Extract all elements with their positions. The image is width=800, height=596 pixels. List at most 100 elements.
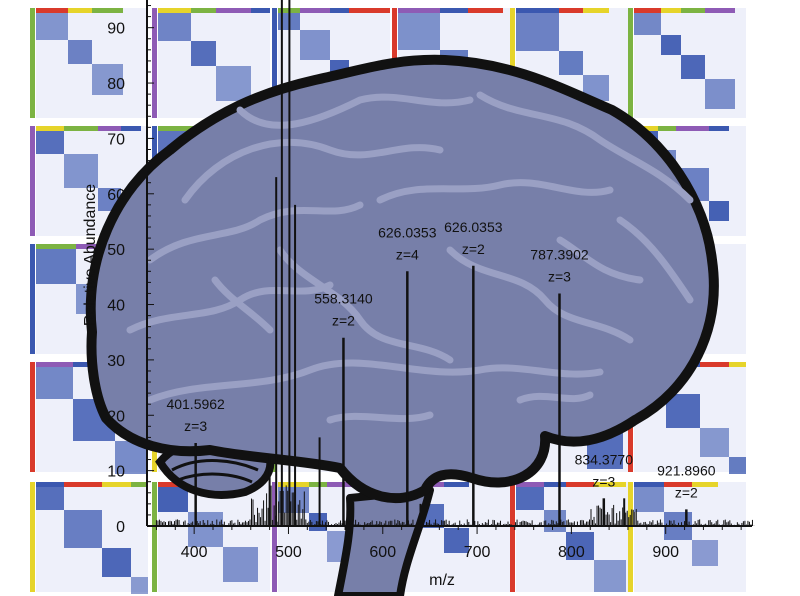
heatmap-block [544,510,566,532]
cluster-strip [121,126,141,131]
brain-illustration [85,54,719,596]
cluster-strip [634,482,664,487]
cluster-strip [634,8,661,13]
heatmap-block [191,41,216,66]
heatmap-block [661,35,681,55]
y-tick-label: 40 [107,298,125,315]
cerebellum-folds [171,459,259,484]
cluster-strip [158,126,193,131]
heatmap-block [64,510,102,548]
x-tick-label: 700 [464,544,491,561]
heatmap-block [300,30,330,60]
heatmap-block [158,8,191,41]
heatmap-block [102,548,131,577]
cluster-strip [68,8,92,13]
cluster-strip [594,482,626,487]
heatmap-block [131,577,148,594]
cluster-strip [30,482,35,592]
heatmap-block [729,457,746,474]
x-tick-label: 400 [181,544,208,561]
cluster-strip [251,8,270,13]
y-tick-label: 60 [107,187,125,204]
heatmap-block [398,8,440,50]
y-tick-label: 80 [107,76,125,93]
heatmap-block [223,547,258,582]
cluster-strip [729,362,746,367]
peak-charge-label: z=2 [332,313,355,329]
cluster-strip [559,8,583,13]
cluster-strip [64,126,98,131]
y-tick-label: 50 [107,242,125,259]
cluster-strip [272,482,277,592]
heatmap-block [709,201,729,221]
heatmap-block [700,428,729,457]
peak-mz-label: 626.0353 [378,224,437,240]
cluster-strip [278,482,309,487]
cluster-strip [30,244,35,354]
peak-charge-label: z=3 [184,418,207,434]
y-tick-label: 70 [107,131,125,148]
peak-charge-label: z=3 [548,268,571,284]
heatmap-tile [30,8,148,118]
cluster-strip [658,126,676,131]
cluster-strip [191,8,216,13]
y-axis-title: Relative Abundance [82,184,99,326]
cluster-strip [309,482,327,487]
cluster-strip [661,8,681,13]
cluster-strip [516,8,559,13]
cluster-strip [64,482,102,487]
x-tick-label: 800 [558,544,585,561]
heatmap-block [559,51,583,75]
cluster-strip [705,8,735,13]
brain-silhouette [85,54,719,504]
heatmap-block [692,540,718,566]
heatmap-block [216,66,251,101]
heatmap-block [566,532,594,560]
cluster-strip [444,482,469,487]
cluster-strip [349,8,390,13]
cluster-strip [36,244,76,249]
heatmap-tile [30,482,148,594]
peak-mz-label: 787.3902 [530,246,589,262]
peak-charge-label: z=2 [675,484,698,500]
cluster-strip [30,8,35,118]
peak-charge-label: z=4 [396,246,419,262]
y-tick-label: 90 [107,21,125,38]
cluster-strip [36,126,64,131]
heatmap-block [666,394,700,428]
heatmap-block [36,362,73,399]
cluster-strip [398,8,440,13]
cluster-strip [681,8,705,13]
cluster-strip [76,244,106,249]
x-tick-label: 500 [275,544,302,561]
cluster-strip [152,482,157,592]
peak-mz-label: 921.8960 [657,462,716,478]
cluster-strip [676,126,709,131]
cluster-strip [330,8,349,13]
peak-mz-label: 558.3140 [314,291,373,307]
cluster-strip [152,8,157,118]
cluster-strip [440,8,468,13]
heatmap-block [36,8,68,40]
heatmap-block [594,560,626,592]
brain-folds [126,91,694,424]
heatmap-block [92,64,123,95]
heatmap-tile [628,8,746,118]
heatmap-block [516,8,559,51]
cluster-strip [692,482,718,487]
heatmap-tile [510,482,628,592]
heatmap-block [36,244,76,284]
cluster-strip [510,482,515,592]
cluster-strip [36,8,68,13]
cluster-strip [216,8,251,13]
heatmap-tile [628,362,746,474]
cluster-strip [300,8,330,13]
y-tick-label: 0 [116,519,125,536]
y-tick-label: 20 [107,408,125,425]
cluster-strip [628,482,633,592]
heatmap-block [68,40,92,64]
cluster-strip [102,482,131,487]
peak-mz-label: 626.0353 [444,219,503,235]
